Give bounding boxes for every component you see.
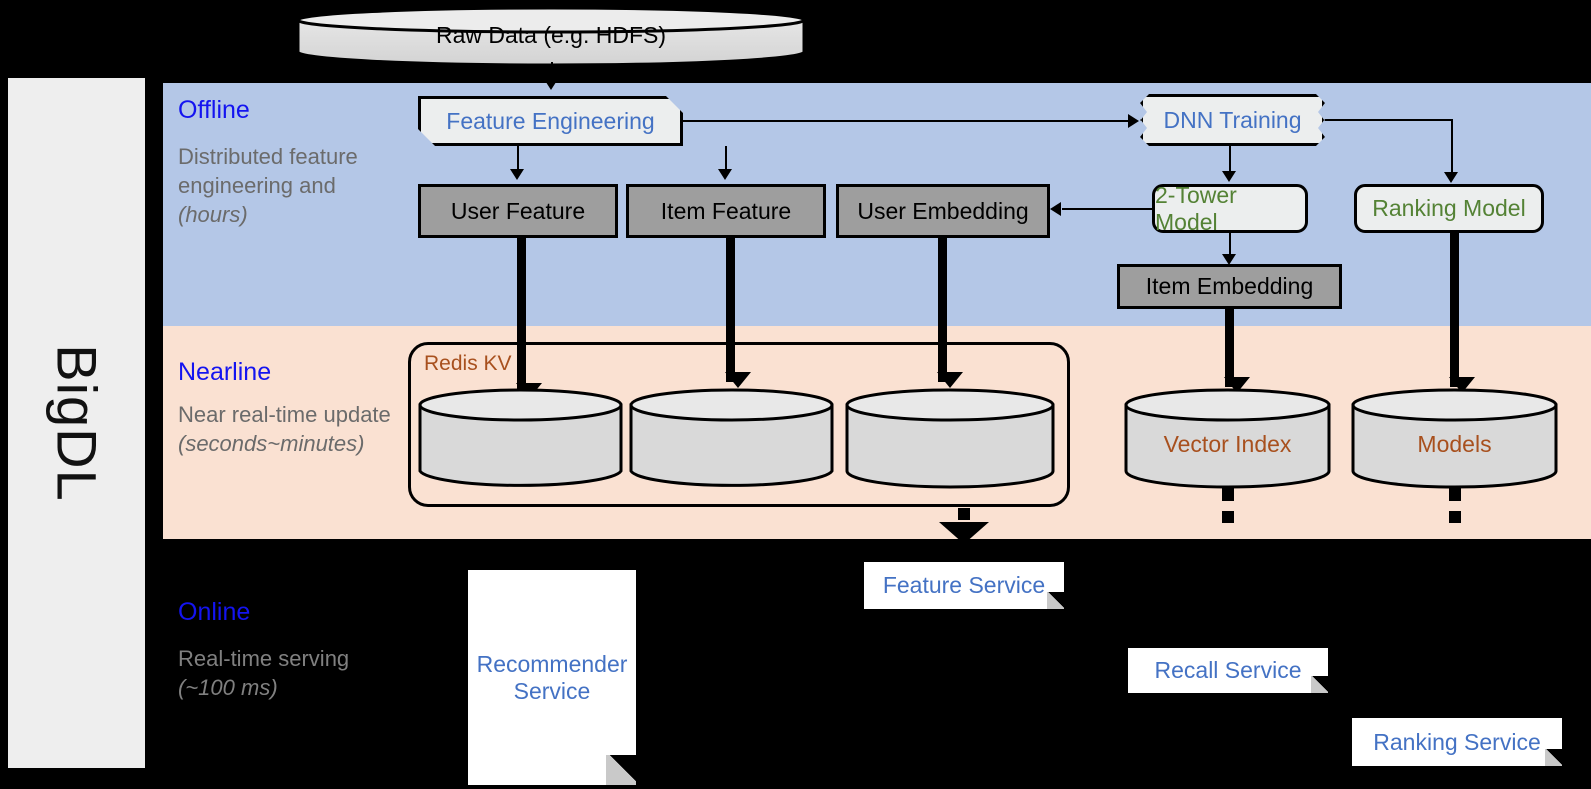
nearline-subtitle: Near real-time update (seconds~minutes) <box>178 400 393 458</box>
user-feature-store-cylinder <box>418 387 623 491</box>
online-subtitle: Real-time serving (~100 ms) <box>178 644 393 702</box>
ranking-service-label: Ranking Service <box>1373 728 1541 755</box>
edge-itemembedding-vectorindex <box>1225 309 1234 387</box>
edge-dnn-ranking-v <box>1451 119 1453 175</box>
edge-userfeature-redis <box>517 238 526 393</box>
redis-kv-label: Redis KV <box>424 352 512 375</box>
feature-service-label: Feature Service <box>882 572 1046 598</box>
user-embedding-label: User Embedding <box>857 197 1029 224</box>
page-fold-icon <box>606 755 636 785</box>
arrowhead-down-icon <box>937 372 963 388</box>
edge-userembedding-redis <box>938 238 947 382</box>
bigdl-label: BigDL <box>45 344 108 502</box>
edge-itemfeature-redis <box>726 238 735 382</box>
arrowhead-left-icon <box>1050 202 1061 216</box>
ranking-model-label: Ranking Model <box>1372 195 1526 221</box>
arrowhead-down-icon <box>1222 171 1236 182</box>
models-label: Models <box>1417 431 1492 457</box>
nearline-title: Nearline <box>178 358 272 386</box>
online-title: Online <box>178 598 251 626</box>
recommender-service-label: Recommender Service <box>476 650 628 704</box>
raw-data-cylinder: Raw Data (e.g. HDFS) <box>296 6 806 66</box>
feature-engineering-box[interactable]: Feature Engineering <box>418 96 683 146</box>
recommender-service-note[interactable]: Recommender Service <box>468 570 636 785</box>
two-tower-model-label: 2-Tower Model <box>1155 181 1237 235</box>
arrowhead-down-icon <box>725 372 751 388</box>
edge-models-ranking-dash2 <box>1449 511 1461 523</box>
user-embedding-store-cylinder <box>845 387 1055 491</box>
ranking-model-box[interactable]: Ranking Model <box>1354 184 1544 233</box>
dnn-training-box[interactable]: DNN Training <box>1140 94 1325 146</box>
user-feature-box[interactable]: User Feature <box>418 184 618 238</box>
vector-index-cylinder[interactable]: Vector Index <box>1124 387 1331 491</box>
raw-data-label: Raw Data (e.g. HDFS) <box>435 22 667 48</box>
arrowhead-down-icon <box>1222 254 1236 265</box>
recall-service-note[interactable]: Recall Service <box>1128 648 1328 693</box>
arrowhead-down-icon <box>1444 172 1458 183</box>
arrowhead-down-icon <box>544 79 558 90</box>
dnn-training-label: DNN Training <box>1163 106 1302 133</box>
models-cylinder[interactable]: Models <box>1351 387 1558 491</box>
offline-title: Offline <box>178 96 250 124</box>
online-subtitle-em: (~100 ms) <box>178 675 278 701</box>
edge-redis-featureservice-dash <box>958 508 970 520</box>
edge-vectorindex-recall-dash1 <box>1222 487 1234 501</box>
arrowhead-down-icon <box>510 169 524 180</box>
edge-models-ranking-dash1 <box>1449 487 1461 501</box>
page-fold-icon <box>1311 676 1328 693</box>
item-embedding-box[interactable]: Item Embedding <box>1117 264 1342 309</box>
redis-kv-container <box>408 342 1070 507</box>
edge-fe-userfeature <box>517 146 519 172</box>
feature-service-note[interactable]: Feature Service <box>864 562 1064 609</box>
two-tower-model-box[interactable]: 2-Tower Model <box>1152 181 1308 235</box>
online-subtitle-text: Real-time serving <box>178 646 350 671</box>
edge-fe-itemfeature <box>725 146 727 172</box>
ranking-service-note[interactable]: Ranking Service <box>1352 718 1562 766</box>
edge-twotower-userembedding <box>1062 208 1154 210</box>
edge-dnn-ranking-h <box>1325 119 1453 121</box>
edge-vectorindex-recall-dash2 <box>1222 511 1234 523</box>
feature-engineering-label: Feature Engineering <box>446 107 655 134</box>
bigdl-sidebar: BigDL <box>8 78 145 768</box>
edge-twotower-itemembedding <box>1229 233 1231 257</box>
page-fold-icon <box>1545 749 1562 766</box>
arrowhead-down-icon <box>939 522 989 544</box>
edge-dnn-twotower <box>1229 146 1231 174</box>
offline-subtitle-em: (hours) <box>178 202 248 228</box>
edge-rankingmodel-models <box>1450 233 1459 387</box>
vector-index-label: Vector Index <box>1163 431 1292 457</box>
offline-subtitle: Distributed feature engineering and (hou… <box>178 142 393 229</box>
recall-service-label: Recall Service <box>1154 657 1302 683</box>
offline-subtitle-text: Distributed feature engineering and <box>178 144 358 199</box>
nearline-subtitle-em: (seconds~minutes) <box>178 431 365 457</box>
edge-rawdata-fe <box>551 62 553 82</box>
nearline-subtitle-text: Near real-time update <box>178 402 391 427</box>
edge-fe-dnn <box>683 120 1130 122</box>
item-embedding-label: Item Embedding <box>1145 273 1314 299</box>
arrowhead-right-icon <box>1128 114 1139 128</box>
user-feature-label: User Feature <box>450 197 586 224</box>
page-fold-icon <box>1047 592 1064 609</box>
item-feature-box[interactable]: Item Feature <box>626 184 826 238</box>
item-feature-store-cylinder <box>629 387 834 491</box>
item-feature-label: Item Feature <box>660 197 792 224</box>
user-embedding-box[interactable]: User Embedding <box>836 184 1050 238</box>
arrowhead-down-icon <box>718 169 732 180</box>
